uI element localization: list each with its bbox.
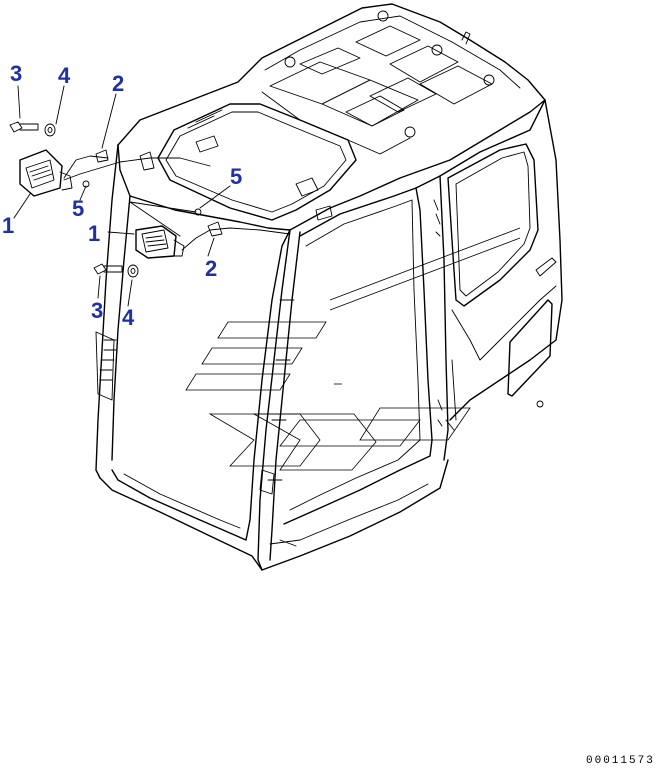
callout-washer-lower: 4 (122, 305, 135, 330)
lower-lamp-wire (181, 177, 333, 251)
front-window (111, 229, 291, 541)
lower-washer (127, 264, 139, 278)
document-number: 00011573 (586, 755, 655, 767)
callout-clamp-left: 5 (72, 196, 84, 221)
roof-outline (117, 3, 546, 146)
callout-clamp-right: 5 (230, 164, 242, 189)
leader-lines (13, 85, 231, 307)
callout-washer-upper: 4 (58, 63, 71, 88)
side-handle (535, 257, 557, 277)
upper-lamp-wire (63, 135, 219, 181)
door-window (283, 187, 433, 525)
callout-wire-upper: 2 (112, 71, 124, 96)
upper-bolt (9, 121, 39, 133)
upper-work-lamp (19, 149, 73, 197)
door-front-pillar (257, 229, 291, 571)
callout-lamp-lower: 1 (88, 221, 100, 246)
front-left-pillar (95, 144, 119, 479)
cab-side-panel (439, 99, 563, 421)
operator-cab (95, 3, 563, 571)
lower-work-lamp (135, 225, 185, 259)
callout-lamp-upper: 1 (2, 213, 14, 238)
upper-washer (44, 123, 56, 137)
callout-wire-lower: 2 (205, 256, 217, 281)
roof-front-edge (117, 144, 291, 231)
side-access-panel (507, 299, 553, 397)
callout-bolt-lower: 3 (91, 298, 103, 323)
callout-bolt-upper: 3 (10, 61, 22, 86)
watermark-logo (185, 227, 521, 471)
lower-bolt (93, 263, 123, 275)
roof-window (157, 103, 357, 221)
rear-side-window (447, 143, 539, 307)
